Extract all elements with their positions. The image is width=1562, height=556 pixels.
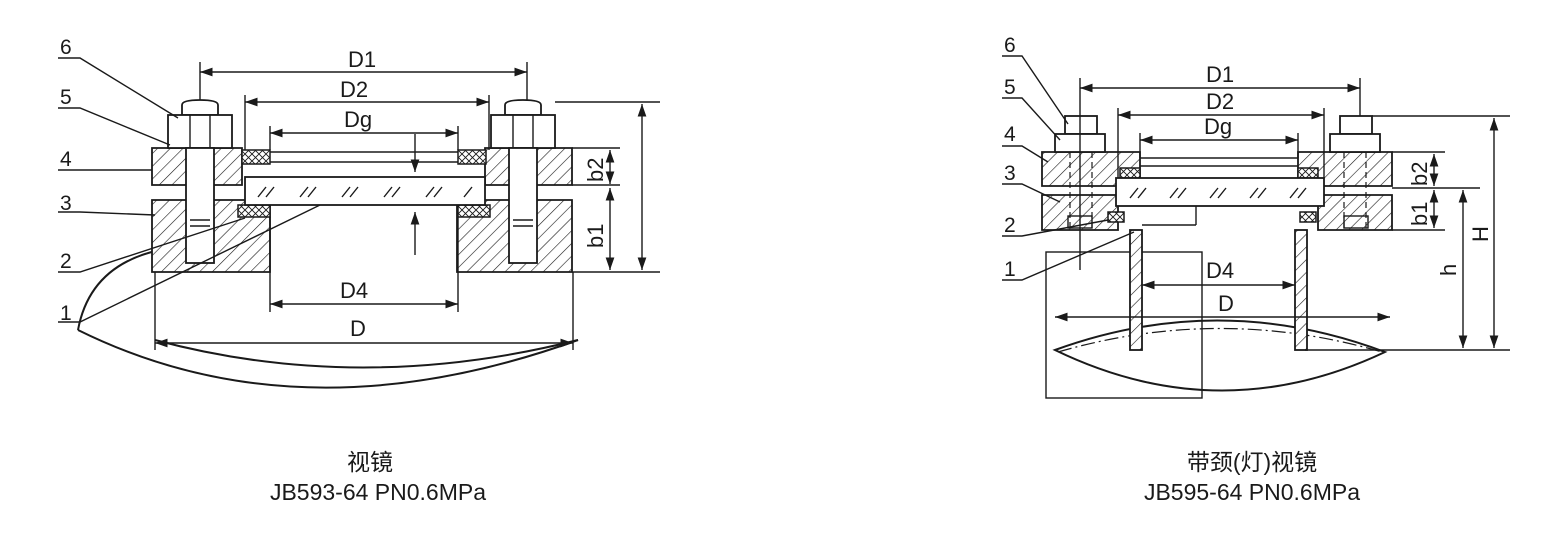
- left-dim-b1: b1: [583, 224, 608, 248]
- right-part-4: 4: [1004, 123, 1016, 146]
- left-dim-b2: b2: [583, 158, 608, 182]
- right-dim-d2: D2: [1206, 89, 1234, 114]
- left-caption-title: 视镜: [347, 449, 393, 475]
- left-dim-d1: D1: [348, 47, 376, 72]
- right-vessel-box: [1045, 251, 1203, 399]
- left-part-2: 2: [60, 250, 72, 273]
- left-sight-glass-drawing: 6 5 4 3 2 1 D1 D2 Dg D4 D b2 b1 视镜 JB593…: [58, 36, 660, 505]
- right-dim-d1: D1: [1206, 62, 1234, 87]
- left-part-3: 3: [60, 192, 72, 215]
- right-part-2: 2: [1004, 214, 1016, 237]
- left-part-1: 1: [60, 302, 72, 325]
- right-dim-dg: Dg: [1204, 114, 1232, 139]
- left-part-6: 6: [60, 36, 72, 59]
- left-gasket-top: [241, 149, 271, 165]
- right-caption-title: 带颈(灯)视镜: [1187, 449, 1317, 475]
- right-dim-b1: b1: [1407, 202, 1432, 226]
- right-neck-sight-glass-drawing: 6 5 4 3 2 1 D1 D2 Dg D4 D b2 b1 h H 带颈(灯…: [1002, 34, 1510, 505]
- right-dim-d: D: [1218, 291, 1234, 316]
- right-neck-pipe-left: [1129, 229, 1143, 351]
- right-part-3: 3: [1004, 162, 1016, 185]
- left-dim-d2: D2: [340, 77, 368, 102]
- left-dim-dg: Dg: [344, 107, 372, 132]
- right-dim-H: H: [1468, 226, 1493, 242]
- right-caption-spec: JB595-64 PN0.6MPa: [1144, 479, 1360, 505]
- left-caption-spec: JB593-64 PN0.6MPa: [270, 479, 486, 505]
- left-glass-disc: [244, 176, 486, 206]
- right-part-5: 5: [1004, 76, 1016, 99]
- right-bolt-right: [1329, 115, 1381, 229]
- left-vessel-surface: [77, 249, 579, 369]
- right-glass-disc: [1115, 177, 1325, 207]
- right-dim-d4: D4: [1206, 258, 1234, 283]
- left-dim-d4: D4: [340, 278, 368, 303]
- left-bolt-right: [490, 99, 556, 264]
- right-dim-b2: b2: [1407, 162, 1432, 186]
- left-part-5: 5: [60, 86, 72, 109]
- left-dim-d: D: [350, 316, 366, 341]
- right-dim-h: h: [1436, 264, 1461, 276]
- right-neck-pipe-right: [1294, 229, 1308, 351]
- right-part-6: 6: [1004, 34, 1016, 57]
- left-part-4: 4: [60, 148, 72, 171]
- right-part-1: 1: [1004, 258, 1016, 281]
- left-bolt-left: [167, 99, 233, 264]
- right-vessel-surface: [1052, 319, 1388, 392]
